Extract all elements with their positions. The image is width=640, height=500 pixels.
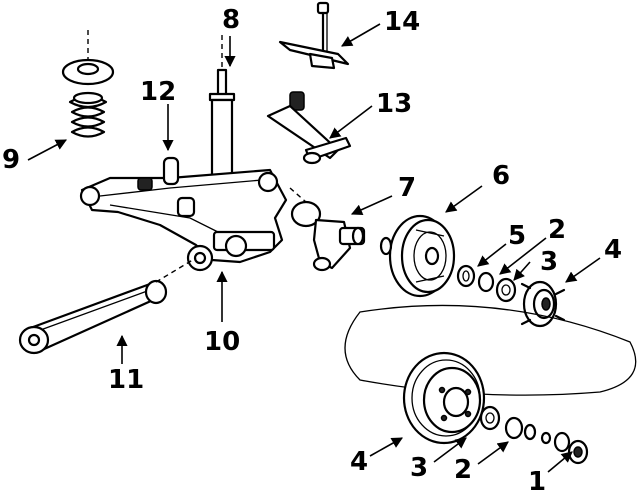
stabilizer-link-part xyxy=(266,91,352,165)
callout-3-lower: 3 xyxy=(410,453,428,483)
bushing-part xyxy=(137,156,196,218)
trailing-arm-part xyxy=(18,257,197,355)
callout-11: 11 xyxy=(108,365,144,395)
brake-drum-part xyxy=(344,304,637,445)
callout-8: 8 xyxy=(222,5,240,35)
link-bar-part xyxy=(278,1,350,70)
callout-7: 7 xyxy=(398,173,416,203)
bearing-stack-lower xyxy=(479,405,589,465)
callout-12: 12 xyxy=(140,77,176,107)
callout-1: 1 xyxy=(528,467,546,497)
callout-6: 6 xyxy=(492,161,510,191)
backing-plate-part xyxy=(379,214,456,298)
callout-14: 14 xyxy=(384,7,420,37)
callout-4-upper: 4 xyxy=(604,235,622,265)
control-arm-part xyxy=(79,168,288,272)
callout-9: 9 xyxy=(2,145,20,175)
coil-spring-part xyxy=(61,30,115,138)
callout-labels: 8 14 9 12 13 7 6 10 11 5 2 3 4 4 3 2 1 xyxy=(2,5,622,497)
callout-2-upper: 2 xyxy=(548,215,566,245)
callout-3-upper: 3 xyxy=(540,247,558,277)
callout-10: 10 xyxy=(204,327,240,357)
knuckle-part xyxy=(289,187,366,272)
callout-2-lower: 2 xyxy=(454,455,472,485)
callout-5: 5 xyxy=(508,221,526,251)
callout-4-lower: 4 xyxy=(350,447,368,477)
callout-13: 13 xyxy=(376,89,412,119)
leader-lines xyxy=(27,23,601,473)
hub-upper-part xyxy=(520,280,566,328)
bearing-stack-upper xyxy=(456,264,517,303)
